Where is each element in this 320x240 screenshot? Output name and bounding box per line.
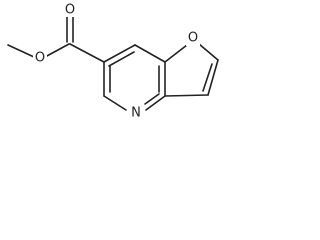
- bond-pyridine-2: [103, 95, 127, 111]
- bond-pyridine-6-inner: [108, 51, 135, 67]
- bond-methyl-ester-oxygen: [7, 44, 35, 58]
- atom-label-pyridine-nitrogen: N: [131, 106, 141, 121]
- bond-furan-3: [207, 59, 219, 96]
- atom-label-furan-oxygen: O: [188, 31, 198, 46]
- atom-label-ester-oxygen: O: [35, 51, 45, 66]
- atom-mask-furan-oxygen: [186, 30, 200, 46]
- atom-mask-ester-oxygen: [33, 50, 47, 66]
- bond-furan-2: [198, 43, 219, 61]
- atom-label-carbonyl-oxygen: O: [65, 3, 75, 18]
- bond-furan-3-inner: [202, 63, 213, 92]
- bond-furan-1: [164, 44, 188, 63]
- atom-mask-pyridine-nitrogen: [128, 104, 144, 120]
- bond-carbonyl-ring: [69, 43, 105, 63]
- chemical-structure-diagram: O O N O: [7, 1, 219, 121]
- bond-pyridine-6: [103, 44, 136, 63]
- bond-furan-4: [164, 94, 209, 97]
- bond-pyridine-5: [134, 44, 166, 63]
- bond-ester-oxygen-carbonyl-carbon: [44, 43, 70, 58]
- bond-pyridine-n-inner: [144, 93, 160, 105]
- bond-pyridine-3: [145, 95, 166, 111]
- atom-mask-carbonyl-oxygen: [63, 1, 77, 17]
